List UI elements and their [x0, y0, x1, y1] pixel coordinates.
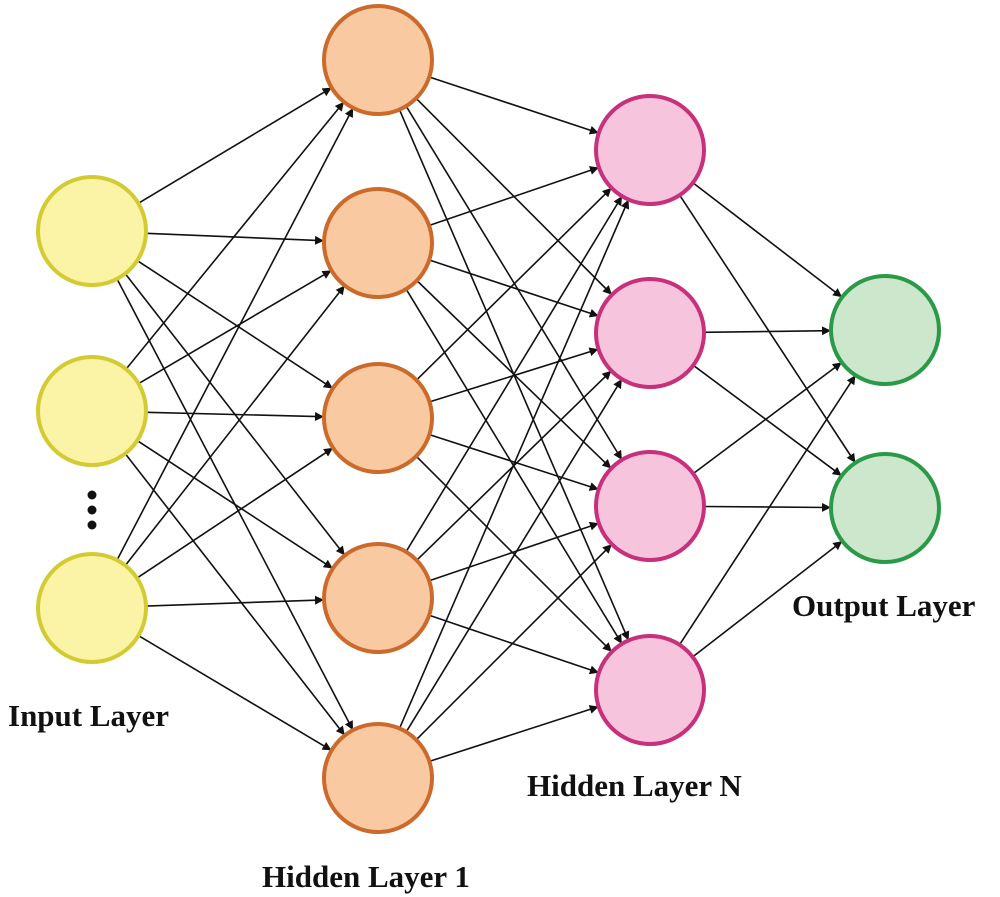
edge-hiddenN-2-to-output-0 — [692, 362, 842, 475]
input-node-1 — [36, 175, 148, 287]
edge-hidden1-1-to-hiddenN-1 — [429, 259, 599, 318]
edge-input-0-to-hidden1-2 — [136, 259, 333, 389]
hiddenN-node-1 — [594, 94, 706, 206]
hidden-layer-n-label: Hidden Layer N — [527, 768, 742, 803]
edge-input-2-to-hidden1-1 — [124, 285, 345, 566]
edge-hidden1-2-to-hiddenN-0 — [415, 187, 612, 381]
input-node-3 — [36, 552, 148, 664]
hidden-layer-1-label: Hidden Layer 1 — [262, 859, 470, 894]
edge-hidden1-4-to-hiddenN-3 — [429, 705, 599, 763]
edge-hidden1-3-to-hiddenN-3 — [428, 614, 599, 675]
input-layer-label: Input Layer — [8, 698, 169, 733]
edge-input-2-to-hidden1-0 — [116, 107, 354, 561]
edge-hidden1-3-to-hiddenN-2 — [428, 521, 599, 582]
hiddenN-node-2 — [594, 277, 706, 389]
edge-input-2-to-hidden1-3 — [145, 595, 324, 607]
edge-input-2-to-hidden1-2 — [136, 447, 334, 579]
input-node-2 — [36, 355, 148, 467]
edge-hiddenN-3-to-output-0 — [678, 375, 856, 646]
edge-hidden1-3-to-hiddenN-0 — [405, 196, 623, 553]
edge-hiddenN-0-to-output-1 — [678, 194, 856, 463]
hidden1-node-3 — [322, 362, 434, 474]
output-layer-label: Output Layer — [792, 588, 976, 623]
edge-input-1-to-hidden1-2 — [145, 411, 324, 421]
output-node-2 — [829, 452, 941, 564]
edge-hiddenN-3-to-output-1 — [692, 541, 843, 658]
hiddenN-node-3 — [594, 450, 706, 562]
edge-input-1-to-hidden1-0 — [125, 101, 344, 370]
output-node-1 — [829, 274, 941, 386]
edge-hidden1-4-to-hiddenN-0 — [398, 199, 630, 729]
edge-hidden1-0-to-hiddenN-2 — [405, 105, 623, 460]
hidden1-node-5 — [322, 722, 434, 834]
edge-hidden1-2-to-hiddenN-2 — [429, 433, 599, 491]
edge-hidden1-4-to-hiddenN-1 — [405, 379, 622, 733]
ellipsis-dot-1 — [87, 490, 97, 500]
hidden1-node-2 — [322, 187, 434, 299]
edge-input-2-to-hidden1-4 — [137, 634, 332, 751]
edge-input-0-to-hidden1-0 — [137, 87, 332, 204]
edge-hiddenN-2-to-output-1 — [703, 502, 831, 512]
edge-hidden1-1-to-hiddenN-0 — [428, 166, 599, 227]
hidden1-node-1 — [322, 4, 434, 116]
edge-hiddenN-0-to-output-0 — [692, 182, 843, 298]
ellipsis-dot-2 — [87, 505, 97, 515]
neuron-nodes — [36, 4, 941, 834]
ellipsis-indicator — [87, 490, 97, 530]
connection-edges — [116, 76, 856, 763]
hidden1-node-4 — [322, 542, 434, 654]
edge-input-1-to-hidden1-1 — [138, 270, 332, 385]
ellipsis-dot-3 — [87, 520, 97, 530]
edge-hiddenN-1-to-output-1 — [692, 364, 842, 476]
edge-hidden1-4-to-hiddenN-2 — [415, 544, 612, 741]
edge-input-1-to-hidden1-3 — [136, 439, 333, 569]
edge-hidden1-2-to-hiddenN-3 — [415, 455, 612, 652]
edge-input-1-to-hidden1-4 — [124, 453, 345, 736]
hiddenN-node-4 — [594, 634, 706, 746]
edge-hidden1-0-to-hiddenN-0 — [429, 76, 599, 135]
edge-hiddenN-1-to-output-0 — [703, 326, 831, 336]
